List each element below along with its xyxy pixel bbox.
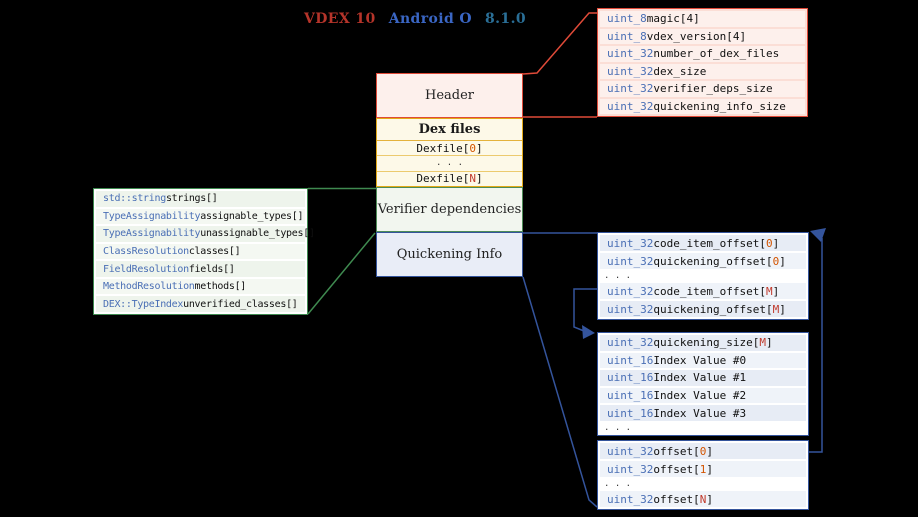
quickening-field-row: uint_32 quickening_size[M] bbox=[600, 335, 806, 351]
quickening-field-row: uint_16 Index Value #1 bbox=[600, 370, 806, 386]
ellipsis-row: . . . bbox=[377, 156, 522, 172]
offset-field-row: uint_32 offset[N] bbox=[600, 491, 806, 507]
verifier-field-row: DEX::TypeIndex unverified_classes[] bbox=[96, 296, 305, 313]
quickening-field-row: uint_32 quickening_offset[0] bbox=[600, 253, 806, 269]
offset-field-row: uint_32 offset[1] bbox=[600, 461, 806, 477]
verifier-field-row: FieldResolution fields[] bbox=[96, 261, 305, 277]
quickening-field-row: uint_32 code_item_offset[0] bbox=[600, 235, 806, 251]
offset-table: uint_32 offset[0] uint_32 offset[1] . . . u… bbox=[597, 440, 809, 510]
verifier-field-row: MethodResolution methods[] bbox=[96, 278, 305, 295]
quickening-field-row: uint_32 quickening_offset[M] bbox=[600, 301, 806, 317]
diagram-title: VDEX 10 Android O 8.1.0 bbox=[300, 11, 530, 27]
quickening-field-row: uint_32 code_item_offset[M] bbox=[600, 283, 806, 299]
verifier-field-row: std::string strings[] bbox=[96, 191, 305, 207]
header-box: Header bbox=[376, 73, 523, 118]
header-field-row: uint_8 vdex_version[4] bbox=[600, 28, 805, 44]
header-box-label: Header bbox=[424, 88, 474, 103]
header-field-row: uint_32 number_of_dex_files bbox=[600, 46, 805, 62]
blue-arrow-table3-to-table1 bbox=[809, 238, 823, 453]
blue-arrowhead-table2 bbox=[582, 325, 595, 339]
quickening-field-row: uint_16 Index Value #0 bbox=[600, 352, 806, 369]
title-part: VDEX 10 bbox=[303, 11, 376, 27]
blue-connector-diagonal bbox=[522, 276, 598, 508]
title-part: Android O bbox=[388, 11, 473, 27]
blue-arrowhead-table1 bbox=[810, 228, 826, 242]
title-part: 8.1.0 bbox=[485, 11, 526, 27]
quickening-values-table: uint_32 quickening_size[M]uint_16 Index … bbox=[597, 332, 809, 436]
quickening-field-row: uint_16 Index Value #3 bbox=[600, 405, 806, 421]
red-connector-top bbox=[522, 12, 597, 75]
ellipsis-row: . . . bbox=[604, 479, 632, 489]
quickening-info-box: Quickening Info bbox=[376, 232, 523, 277]
verifier-field-row: ClassResolution classes[] bbox=[96, 243, 305, 260]
green-connector-diagonal bbox=[307, 232, 376, 315]
verifier-dependencies-label: Verifier dependencies bbox=[377, 202, 522, 217]
verifier-struct-table: std::string strings[]TypeAssignability a… bbox=[93, 188, 315, 315]
verifier-field-row: TypeAssignability assignable_types[] bbox=[96, 208, 305, 225]
header-field-row: uint_32 verifier_deps_size bbox=[600, 81, 805, 97]
dexfile-row: Dexfile[0] bbox=[377, 141, 522, 157]
quickening-field-row: uint_16 Index Value #2 bbox=[600, 387, 806, 404]
dexfile-row: Dexfile[N] bbox=[416, 172, 483, 186]
ellipsis-row: . . . bbox=[604, 271, 632, 281]
header-field-row: uint_32 dex_size bbox=[600, 63, 805, 79]
blue-arrow-table1-to-table2 bbox=[573, 288, 597, 332]
dex-files-box: Dex files Dexfile[0]. . .Dexfile[N] bbox=[376, 118, 523, 187]
verifier-dependencies-box: Verifier dependencies bbox=[376, 187, 523, 232]
verifier-field-row: TypeAssignability unassignable_types[] bbox=[96, 226, 315, 242]
header-struct-table: uint_8 magic[4]uint_8 vdex_version[4]uin… bbox=[597, 8, 808, 117]
dex-files-rows: Dexfile[0]. . .Dexfile[N] bbox=[377, 141, 522, 186]
ellipsis-row: . . . bbox=[604, 422, 632, 433]
quickening-info-label: Quickening Info bbox=[396, 247, 503, 262]
quickening-offsets-table: uint_32 code_item_offset[0] uint_32 quick… bbox=[597, 232, 809, 320]
header-field-row: uint_32 quickening_info_size bbox=[600, 98, 805, 114]
offset-field-row: uint_32 offset[0] bbox=[600, 443, 806, 459]
header-field-row: uint_8 magic[4] bbox=[600, 11, 805, 27]
dex-files-label: Dex files bbox=[377, 119, 522, 141]
